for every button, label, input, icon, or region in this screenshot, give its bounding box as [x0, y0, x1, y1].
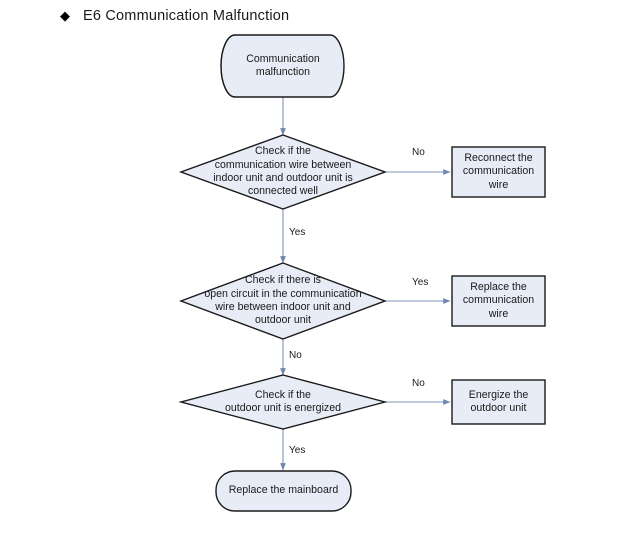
edge-label-decision2-action2: Yes — [412, 277, 429, 288]
edge-label-decision2-decision3: No — [289, 350, 302, 361]
edge-label-decision3-action3: No — [412, 378, 425, 389]
node-end[interactable] — [215, 470, 352, 512]
diamond-bullet-icon: ◆ — [60, 7, 70, 23]
node-action1[interactable] — [451, 146, 546, 198]
node-decision3[interactable] — [178, 374, 388, 430]
node-action3[interactable] — [451, 379, 546, 425]
page-title-text: E6 Communication Malfunction — [83, 8, 290, 24]
edge-label-decision3-end: Yes — [289, 445, 306, 456]
node-decision2[interactable] — [178, 262, 388, 340]
node-start[interactable] — [220, 34, 345, 98]
edge-label-decision1-decision2: Yes — [289, 227, 306, 238]
page-title: ◆ E6 Communication Malfunction — [60, 8, 289, 24]
node-action2[interactable] — [451, 275, 546, 327]
node-decision1[interactable] — [178, 134, 388, 210]
edge-label-decision1-action1: No — [412, 147, 425, 158]
